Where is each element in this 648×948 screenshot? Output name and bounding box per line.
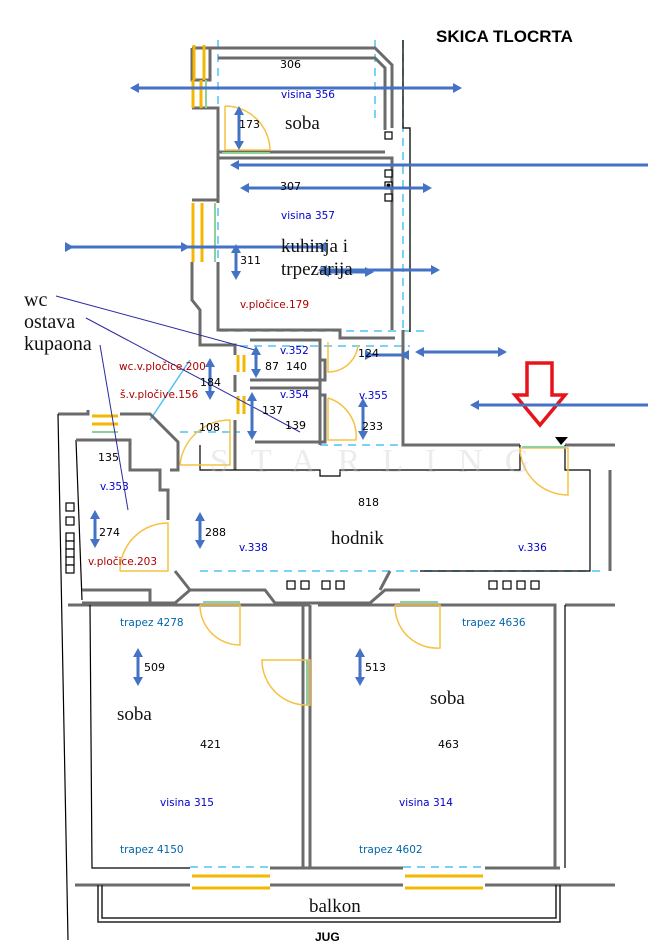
- dimension-arrow: [181, 242, 326, 252]
- se-room-height: visina 314: [399, 797, 453, 809]
- vents: [65, 131, 540, 590]
- sw-room-name: soba: [117, 704, 152, 725]
- dimension-arrow: [133, 648, 143, 686]
- bathroom-depth: 274: [99, 526, 120, 539]
- dimension-arrow: [415, 347, 507, 357]
- legend-pointers: [55, 295, 301, 511]
- sw-room-depth: 509: [144, 661, 165, 674]
- dimension-108: 108: [199, 421, 220, 434]
- dimension-arrow: [365, 350, 409, 360]
- kitchen-height: visina 357: [281, 210, 335, 222]
- dimension-arrow: [205, 358, 215, 400]
- top-room-height: visina 356: [281, 89, 335, 101]
- top-room-depth: 173: [239, 118, 260, 131]
- kitchen-width: 307: [280, 180, 301, 193]
- passage-depth: 233: [362, 420, 383, 433]
- dimension-184: 184: [200, 376, 221, 389]
- dimension-arrow: [470, 400, 648, 410]
- entrance-arrow: [511, 361, 569, 445]
- dimension-arrow: [231, 244, 241, 280]
- windows: [92, 45, 483, 890]
- doors: [119, 105, 569, 706]
- kitchen-tiles: v.pločice.179: [240, 299, 310, 311]
- dimension-arrow: [90, 510, 100, 548]
- dimension-arrow: [355, 648, 365, 686]
- dimension-arrow: [195, 512, 205, 549]
- dimension-arrow: [234, 106, 244, 150]
- orientation-label: JUG: [315, 930, 340, 944]
- hallway-depth: 288: [205, 526, 226, 539]
- se-room-trapez-top: trapez 4636: [462, 617, 526, 629]
- dimension-arrow: [240, 183, 432, 193]
- wc-depth: 87: [265, 360, 279, 373]
- walls: [57, 40, 615, 941]
- storage-height: v.354: [280, 389, 309, 401]
- wc-height: v.352: [280, 345, 309, 357]
- dimension-arrows: [65, 83, 648, 686]
- bathroom-height: v.353: [100, 481, 129, 493]
- kitchen-depth: 311: [240, 254, 261, 267]
- dimension-arrow: [130, 83, 462, 93]
- dimension-arrow: [230, 160, 648, 170]
- legend-kupaona: kupaona: [24, 333, 92, 355]
- se-room-depth: 513: [365, 661, 386, 674]
- watermark: STARLING: [210, 443, 552, 480]
- hallway-width: 818: [358, 496, 379, 509]
- dimension-arrow: [318, 265, 440, 275]
- kitchen-name-1: kuhinja i: [281, 236, 349, 257]
- se-room-trapez-bottom: trapez 4602: [359, 844, 423, 856]
- se-room-width: 463: [438, 738, 459, 751]
- wc-tiles: wc.v.pločice.200: [119, 361, 206, 373]
- dimension-arrow: [247, 392, 257, 440]
- hallway-height-left: v.338: [239, 542, 268, 554]
- sw-room-width: 421: [200, 738, 221, 751]
- hallway-height-right: v.336: [518, 542, 547, 554]
- wc-width: 140: [286, 360, 307, 373]
- dimension-arrow: [251, 346, 261, 378]
- bathroom-tiles: v.pločice.203: [88, 556, 158, 568]
- dimension-arrow: [358, 398, 368, 440]
- balcony-name: balkon: [309, 896, 361, 917]
- top-room-width: 306: [280, 58, 301, 71]
- se-room-name: soba: [430, 688, 465, 709]
- storage-depth: 137: [262, 404, 283, 417]
- storage-width: 139: [285, 419, 306, 432]
- passage-width: 124: [358, 347, 379, 360]
- storage-tiles: š.v.pločive.156: [120, 389, 199, 401]
- top-room-name: soba: [285, 113, 320, 134]
- legend-ostava: ostava: [24, 311, 76, 333]
- sw-room-trapez-bottom: trapez 4150: [120, 844, 184, 856]
- bathroom-width: 135: [98, 451, 119, 464]
- hallway-name: hodnik: [331, 528, 384, 549]
- sw-room-trapez-top: trapez 4278: [120, 617, 184, 629]
- legend-wc: wc: [24, 289, 48, 311]
- sw-room-height: visina 315: [160, 797, 214, 809]
- kitchen-name-2: trpezarija: [281, 259, 353, 280]
- passage-height: v.355: [359, 390, 388, 402]
- page-title: SKICA TLOCRTA: [436, 27, 573, 46]
